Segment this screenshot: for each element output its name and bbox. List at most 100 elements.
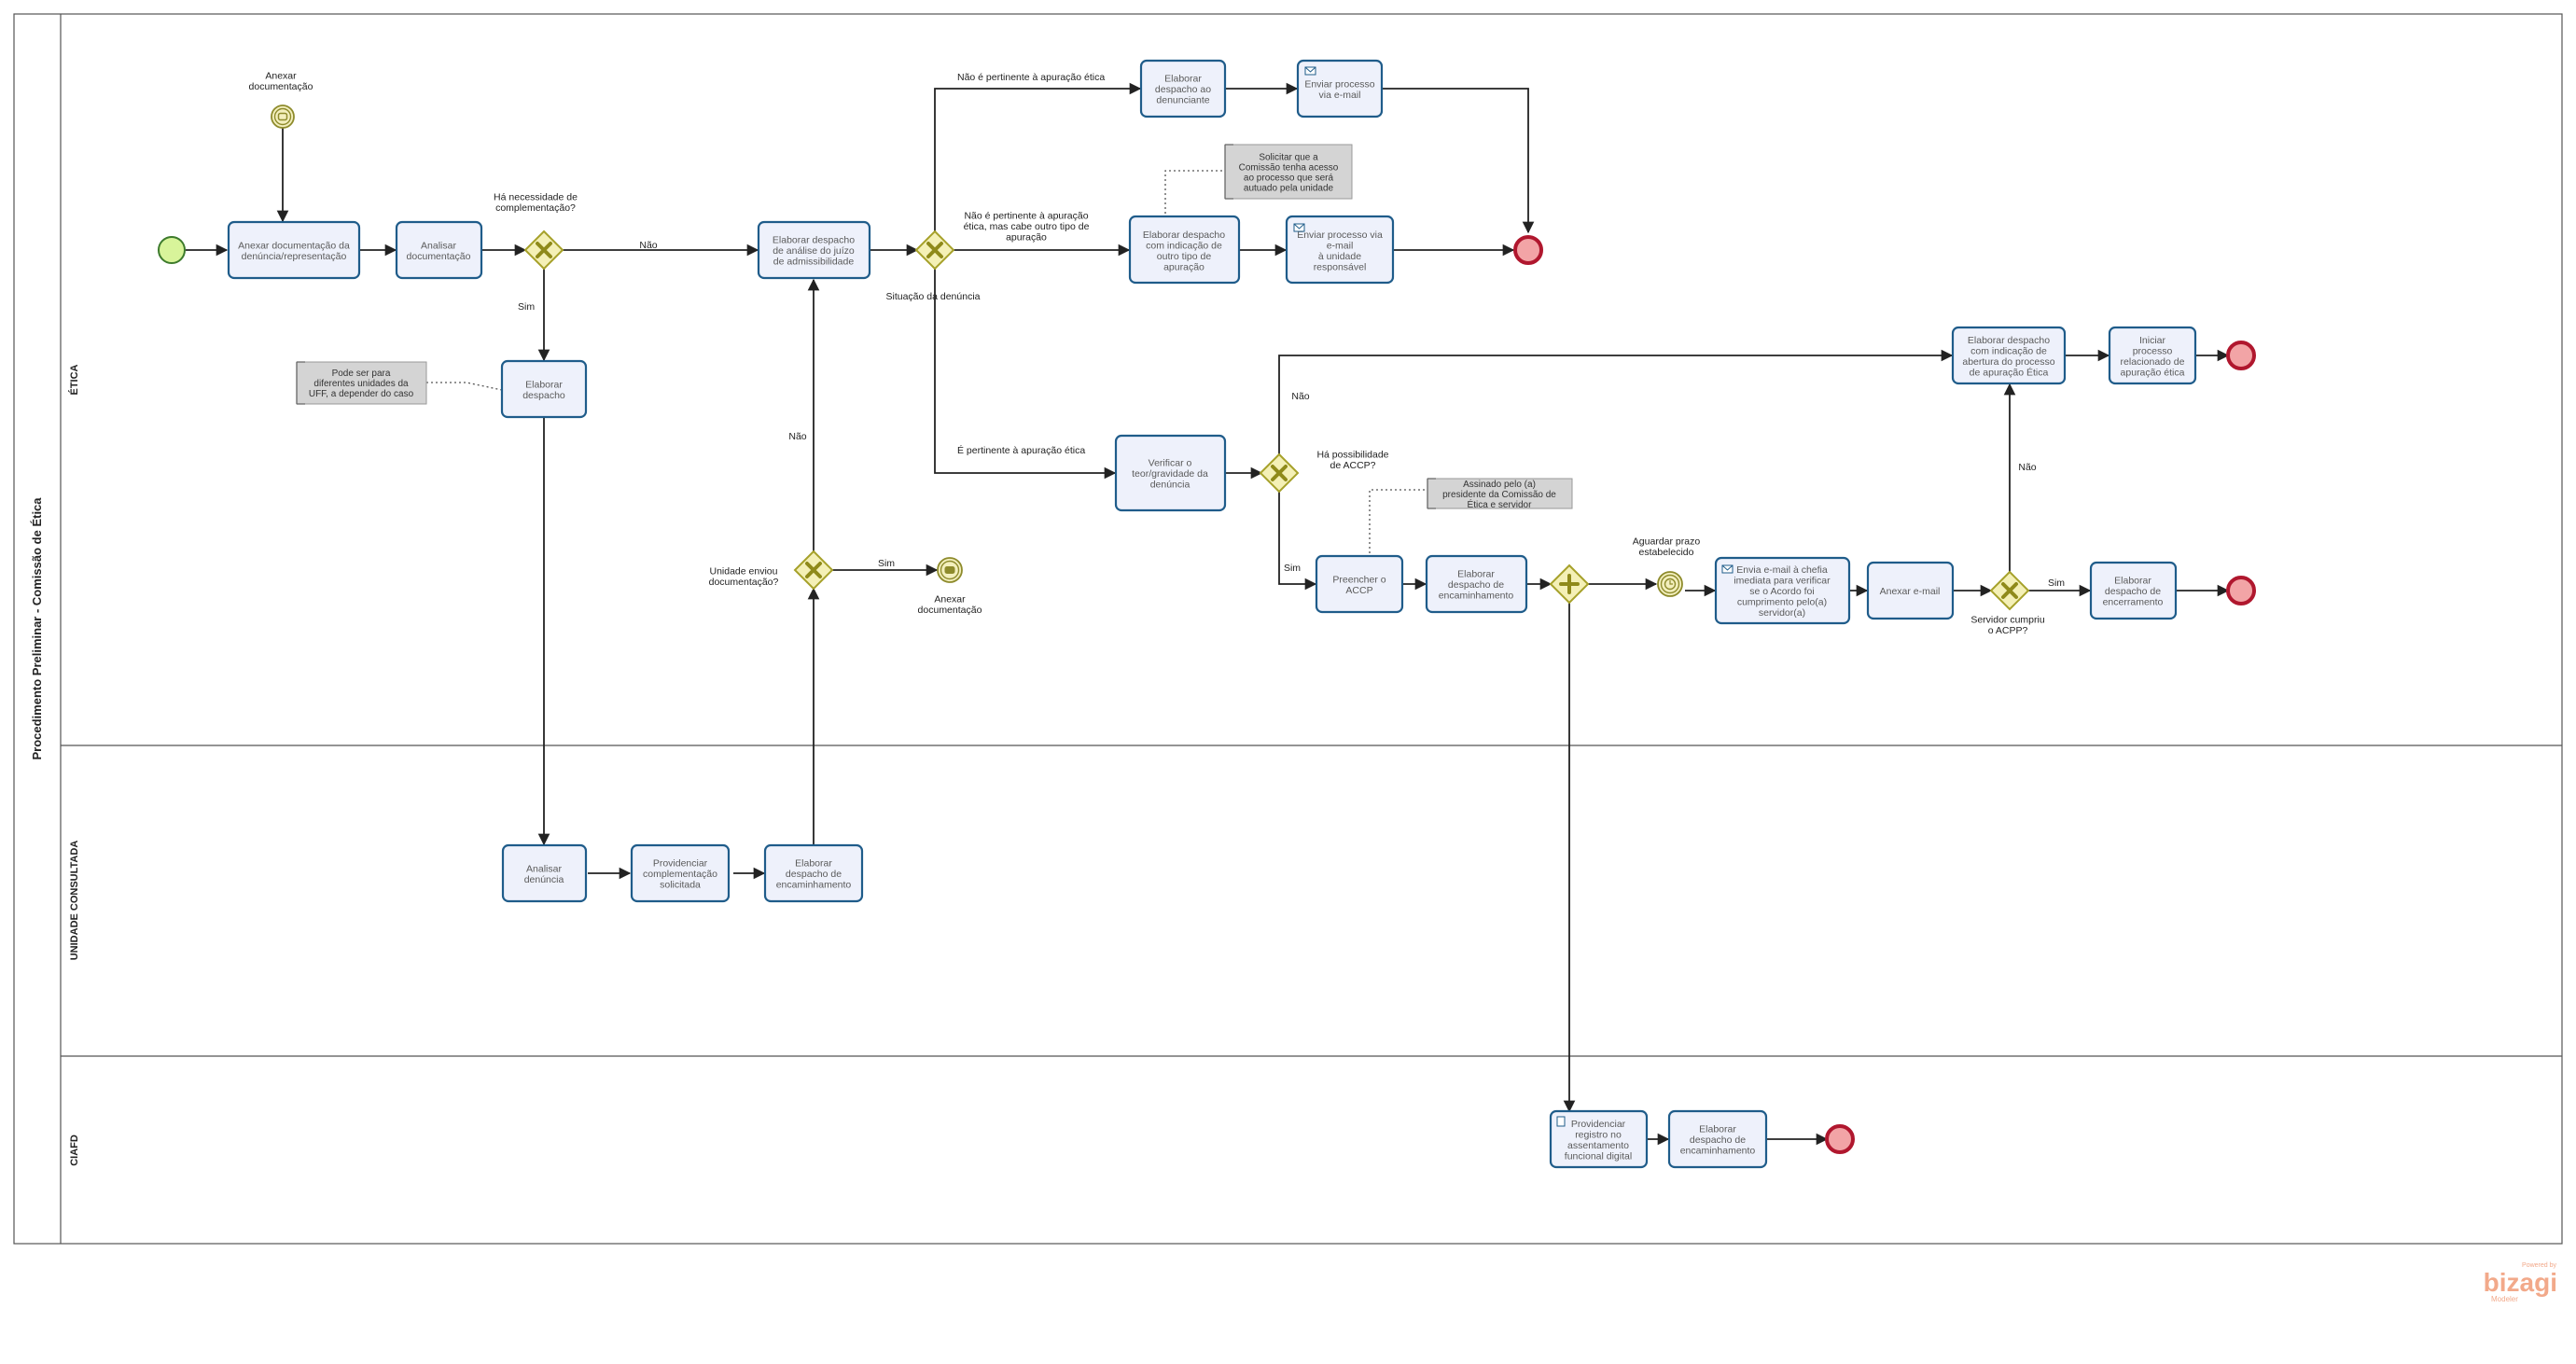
text-line: denúncia/representação bbox=[242, 251, 347, 262]
text-line: Há possibilidade bbox=[1316, 449, 1388, 460]
lane-title-unidade-consultada: UNIDADE CONSULTADA bbox=[69, 841, 80, 961]
text-line: relacionado de bbox=[2121, 356, 2185, 368]
text-line: diferentes unidades da bbox=[313, 379, 409, 389]
gateway-accp[interactable] bbox=[1259, 452, 1300, 494]
text-line: Elaborar bbox=[1457, 569, 1495, 580]
text-line: Elaborar despacho bbox=[1143, 230, 1225, 241]
text-line: ética, mas cabe outro tipo de bbox=[964, 221, 1090, 232]
task-t15[interactable]: Anexar e-mail bbox=[1866, 561, 1955, 620]
text-line: Anexar e-mail bbox=[1880, 586, 1941, 597]
text-line: Iniciar bbox=[2139, 335, 2166, 346]
text-line: documentação? bbox=[709, 577, 779, 588]
lane-title-ciafd: CIAFD bbox=[69, 1134, 80, 1166]
text-line: encaminhamento bbox=[776, 880, 852, 891]
label-flow-nao: Não bbox=[639, 240, 657, 251]
text-line: Anexar bbox=[265, 70, 297, 81]
end-event-2[interactable] bbox=[2226, 341, 2256, 370]
message-event-anexar-mid[interactable] bbox=[937, 557, 963, 583]
gateway-servidor-cumpriu[interactable] bbox=[1989, 570, 2030, 611]
text-line: de apuração Ética bbox=[1970, 366, 2049, 378]
text-line: Ética e servidor bbox=[1468, 498, 1533, 510]
text-line: à unidade bbox=[1318, 251, 1361, 262]
gateway-situacao-denuncia[interactable] bbox=[914, 230, 955, 271]
text-line: Analisar bbox=[421, 240, 456, 251]
text-line: complementação? bbox=[495, 202, 576, 214]
annotation-n3: Assinado pelo (a)presidente da Comissão … bbox=[1427, 478, 1573, 510]
text-line: Não bbox=[2018, 462, 2036, 473]
text-line: Não é pertinente à apuração ética bbox=[957, 72, 1105, 83]
text-line: imediata para verificar bbox=[1734, 576, 1831, 587]
gateway-complementacao[interactable] bbox=[523, 230, 564, 271]
text-line: denúncia bbox=[1150, 480, 1191, 491]
end-event-3[interactable] bbox=[2226, 576, 2256, 605]
label-flow-pertinente: É pertinente à apuração ética bbox=[957, 444, 1085, 456]
text-line: cumprimento pelo(a) bbox=[1737, 597, 1827, 608]
text-line: Enviar processo bbox=[1304, 78, 1374, 90]
text-line: Sim bbox=[2048, 578, 2065, 589]
text-line: apuração bbox=[1163, 261, 1204, 272]
end-event-1[interactable] bbox=[1513, 235, 1543, 265]
label-flow-sim-servidor: Sim bbox=[2048, 578, 2065, 589]
start-event[interactable] bbox=[158, 236, 186, 264]
gateway-unidade-enviou[interactable] bbox=[793, 550, 834, 591]
label-flow-nao-accp: Não bbox=[1291, 391, 1309, 402]
text-line: de admissibilidade bbox=[773, 257, 855, 268]
text-line: documentação bbox=[249, 81, 313, 92]
text-line: o ACPP? bbox=[1988, 625, 2028, 636]
text-line: complementação bbox=[643, 869, 717, 880]
text-line: UFF, a depender do caso bbox=[309, 389, 414, 399]
text-line: estabelecido bbox=[1639, 547, 1694, 558]
gateway-parallel[interactable] bbox=[1549, 564, 1590, 605]
label-flow-nao-pertinente: Não é pertinente à apuração ética bbox=[957, 72, 1105, 83]
text-line: de ACCP? bbox=[1330, 460, 1375, 471]
text-line: registro no bbox=[1575, 1129, 1622, 1140]
text-line: Elaborar bbox=[795, 858, 832, 870]
label-flow-nao-up: Não bbox=[788, 431, 806, 442]
text-line: despacho de bbox=[1448, 579, 1504, 591]
message-event-anexar-top[interactable] bbox=[271, 104, 295, 129]
end-event-4[interactable] bbox=[1825, 1124, 1855, 1154]
text-line: denunciante bbox=[1156, 95, 1209, 106]
annotation-text: Assinado pelo (a)presidente da Comissão … bbox=[1442, 480, 1556, 510]
text-line: Situação da denúncia bbox=[886, 291, 981, 302]
text-line: Servidor cumpriu bbox=[1970, 614, 2045, 625]
timer-event[interactable] bbox=[1657, 571, 1683, 597]
text-line: Enviar processo via bbox=[1297, 230, 1383, 241]
